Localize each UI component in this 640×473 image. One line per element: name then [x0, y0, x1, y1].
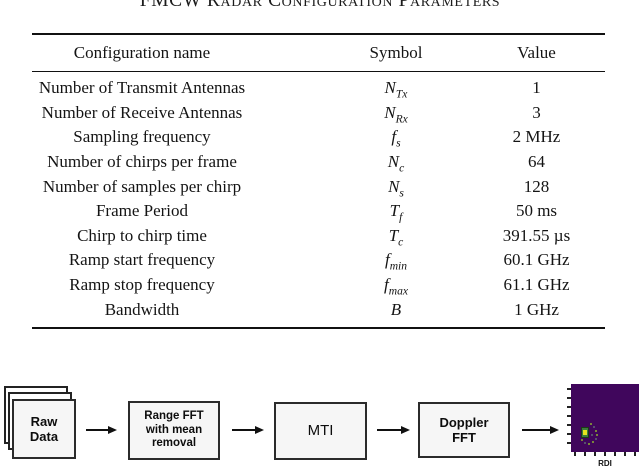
rdi-x-tick	[634, 452, 636, 456]
rdi-x-tick	[624, 452, 626, 456]
rdi-x-tick	[604, 452, 606, 456]
table-row: Number of chirps per frame Nc 64	[32, 150, 605, 175]
table-row: Number of Transmit Antennas NTx 1	[32, 76, 605, 101]
table-row: Sampling frequency fs 2 MHz	[32, 125, 605, 150]
rdi-y-tick	[567, 397, 571, 399]
config-symbol: NTx	[384, 78, 408, 101]
rdi-label: RDI	[598, 459, 612, 468]
rdi-x-tick	[594, 452, 596, 456]
rdi-plot-area	[571, 384, 639, 452]
config-value: 2 MHz	[512, 127, 561, 147]
column-header-value: Value	[517, 43, 556, 62]
arrowhead-icon	[550, 425, 559, 434]
block-range-fft-label: Range FFT with mean removal	[144, 410, 204, 450]
rdi-y-tick	[567, 433, 571, 435]
block-raw-data-label: Raw Data	[29, 413, 59, 444]
rdi-x-tick	[574, 452, 576, 456]
config-name: Number of Receive Antennas	[41, 102, 243, 122]
config-symbol: NRx	[384, 102, 408, 126]
config-value: 60.1 GHz	[503, 250, 570, 270]
config-name: Sampling frequency	[73, 127, 211, 147]
config-value: 128	[523, 176, 550, 196]
block-mti-label: MTI	[307, 422, 334, 440]
rdi-thumbnail: RDI	[563, 380, 640, 473]
config-value: 61.1 GHz	[503, 275, 570, 295]
table-row: Number of Receive Antennas NRx 3	[32, 101, 605, 126]
table-bottom-rule	[32, 326, 605, 329]
config-symbol: B	[390, 299, 402, 319]
table-body: Number of Transmit Antennas NTx 1 Number…	[32, 72, 605, 327]
config-name: Chirp to chirp time	[77, 225, 207, 245]
table-row: Frame Period Tf 50 ms	[32, 199, 605, 224]
column-header-configuration-name: Configuration name	[73, 43, 211, 62]
config-symbol: fmax	[384, 275, 408, 298]
block-mti: MTI	[274, 402, 367, 460]
config-name: Number of Transmit Antennas	[38, 78, 246, 98]
rdi-y-tick	[567, 442, 571, 444]
config-symbol: Nc	[387, 152, 405, 175]
config-value: 50 ms	[515, 201, 558, 221]
table-row: Bandwidth B 1 GHz	[32, 297, 605, 322]
table-row: Chirp to chirp time Tc 391.55 µs	[32, 224, 605, 249]
config-name: Ramp start frequency	[68, 250, 216, 270]
config-name: Ramp stop frequency	[69, 275, 215, 295]
arrowhead-icon	[401, 425, 410, 434]
table-top-rule	[32, 33, 605, 35]
arrow-icon	[86, 429, 109, 432]
rdi-x-tick	[584, 452, 586, 456]
table-row: Ramp stop frequency fmax 61.1 GHz	[32, 273, 605, 298]
config-name: Number of samples per chirp	[42, 176, 242, 196]
column-header-symbol: Symbol	[369, 43, 423, 62]
rdi-y-tick	[567, 388, 571, 390]
page-title: FMCW Radar Configuration Parameters	[139, 0, 501, 11]
rdi-y-tick	[567, 424, 571, 426]
config-table: Configuration name Symbol Value Number o…	[32, 33, 605, 329]
config-value: 1 GHz	[514, 299, 559, 319]
rdi-y-tick	[567, 406, 571, 408]
config-name: Frame Period	[95, 201, 189, 221]
config-symbol: Ns	[388, 176, 404, 200]
arrowhead-icon	[108, 425, 117, 434]
raw-data-page-middle	[8, 392, 72, 450]
rdi-target-blob-ring	[581, 427, 589, 438]
rdi-y-tick	[567, 415, 571, 417]
config-symbol: fs	[391, 127, 401, 150]
arrowhead-icon	[255, 425, 264, 434]
table-header-row: Configuration name Symbol Value	[32, 35, 605, 71]
config-symbol: Tc	[388, 225, 404, 249]
config-value: 391.55 µs	[502, 225, 571, 245]
rdi-x-tick	[614, 452, 616, 456]
config-value: 3	[532, 102, 541, 122]
arrow-icon	[522, 429, 551, 432]
block-range-fft: Range FFT with mean removal	[128, 401, 220, 460]
table-header-rule	[32, 71, 605, 72]
config-symbol: fmin	[384, 250, 408, 273]
raw-data-page-back	[4, 386, 68, 444]
table-row: Ramp start frequency fmin 60.1 GHz	[32, 248, 605, 273]
config-name: Bandwidth	[104, 299, 180, 319]
block-raw-data: Raw Data	[12, 399, 76, 459]
config-name: Number of chirps per frame	[47, 152, 237, 172]
config-symbol: Tf	[389, 201, 403, 224]
config-value: 1	[532, 78, 541, 98]
arrow-icon	[377, 429, 402, 432]
arrow-icon	[232, 429, 256, 432]
table-row: Number of samples per chirp Ns 128	[32, 174, 605, 199]
config-value: 64	[528, 152, 545, 172]
block-doppler-fft: Doppler FFT	[418, 402, 510, 458]
rdi-target-blob-core	[583, 430, 587, 435]
block-doppler-fft-label: Doppler FFT	[439, 414, 489, 445]
